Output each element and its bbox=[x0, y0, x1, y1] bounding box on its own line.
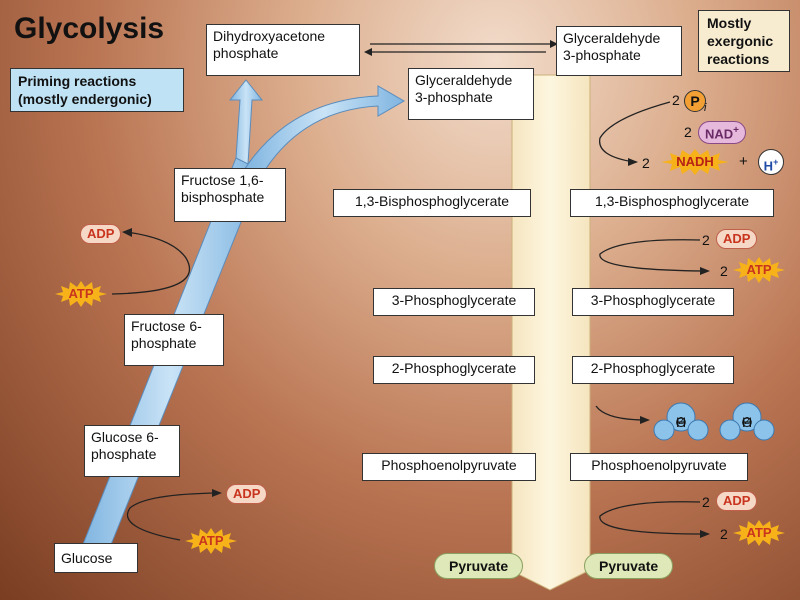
right-pyruvate-badge: Pyruvate bbox=[584, 553, 674, 579]
priming-line1: Priming reactions bbox=[18, 73, 137, 89]
atp-burst-left-top: ATP bbox=[54, 281, 108, 307]
curve-arrow-pi-nad bbox=[599, 101, 671, 163]
nad-label: NAD bbox=[705, 126, 734, 142]
right-bpg-box: 1,3-Bisphosphoglycerate bbox=[570, 189, 774, 217]
curve-arrow-pg2 bbox=[595, 405, 647, 421]
right-pg3-box: 3-Phosphoglycerate bbox=[572, 288, 734, 316]
exergonic-callout: Mostly exergonic reactions bbox=[698, 10, 790, 72]
g3p-right-line1: Glyceraldehyde bbox=[563, 30, 661, 46]
curve-arrow-f6p bbox=[111, 231, 191, 295]
right-pg2-box: 2-Phosphoglycerate bbox=[572, 356, 734, 384]
g6p-line2: phosphate bbox=[91, 446, 157, 462]
g6p-box: Glucose 6- phosphate bbox=[84, 425, 180, 477]
main-pathway-arrow bbox=[489, 74, 611, 591]
g3p-middle-box: Glyceraldehyde 3-phosphate bbox=[408, 68, 534, 120]
priming-arrow-branch-right bbox=[243, 85, 406, 179]
f16bp-line2: bisphosphate bbox=[181, 189, 265, 205]
atp-label: ATP bbox=[198, 533, 224, 548]
f6p-line1: Fructose 6- bbox=[131, 318, 202, 334]
dhap-line1: Dihydroxyacetone bbox=[213, 28, 326, 44]
page-title: Glycolysis bbox=[14, 12, 165, 45]
curve-arrow-glucose bbox=[126, 492, 219, 541]
plus-sign: + bbox=[739, 153, 748, 170]
f6p-line2: phosphate bbox=[131, 335, 197, 351]
adp-badge-left-top: ADP bbox=[80, 224, 122, 244]
adp-badge-right-2: ADP bbox=[716, 491, 758, 511]
atp-coefficient-2: 2 bbox=[720, 526, 728, 542]
priming-arrow-branch-up bbox=[228, 79, 264, 165]
curve-arrow-pep bbox=[599, 501, 707, 535]
glucose-label: Glucose bbox=[61, 550, 113, 566]
pi-coefficient: 2 bbox=[672, 92, 680, 108]
priming-line2: (mostly endergonic) bbox=[18, 91, 152, 107]
dhap-box: Dihydroxyacetone phosphate bbox=[206, 24, 360, 76]
atp-burst-right-2: ATP bbox=[732, 520, 786, 546]
f16bp-box: Fructose 1,6- bisphosphate bbox=[174, 168, 286, 222]
proton-circle: H+ bbox=[758, 149, 784, 175]
atp-burst-right-1: ATP bbox=[732, 257, 786, 283]
exergonic-line2: exergonic bbox=[707, 33, 774, 49]
atp-label: ATP bbox=[68, 286, 94, 301]
mid-bpg-box: 1,3-Bisphosphoglycerate bbox=[333, 189, 531, 217]
atp-label: ATP bbox=[746, 262, 772, 277]
mid-pyruvate-badge: Pyruvate bbox=[434, 553, 524, 579]
adp-coefficient-1: 2 bbox=[702, 232, 710, 248]
dhap-line2: phosphate bbox=[213, 45, 279, 61]
mid-pg2-box: 2-Phosphoglycerate bbox=[373, 356, 535, 384]
nadh-burst: NADH bbox=[660, 149, 730, 175]
adp-badge-right-1: ADP bbox=[716, 229, 758, 249]
nad-coefficient: 2 bbox=[684, 124, 692, 140]
proton-label: H bbox=[763, 158, 774, 174]
exergonic-line3: reactions bbox=[707, 51, 770, 67]
mid-pep-box: Phosphoenolpyruvate bbox=[362, 453, 536, 481]
nad-charge: + bbox=[733, 125, 740, 136]
atp-burst-left-bottom: ATP bbox=[184, 528, 238, 554]
pi-subscript: i bbox=[704, 102, 707, 114]
g3p-right-box: Glyceraldehyde 3-phosphate bbox=[556, 26, 682, 76]
f16bp-line1: Fructose 1,6- bbox=[181, 172, 264, 188]
g3p-right-line2: 3-phosphate bbox=[563, 47, 641, 63]
adp-coefficient-2: 2 bbox=[702, 494, 710, 510]
atp-label: ATP bbox=[746, 525, 772, 540]
glucose-box: Glucose bbox=[54, 543, 138, 573]
exergonic-line1: Mostly bbox=[707, 15, 752, 31]
priming-callout: Priming reactions (mostly endergonic) bbox=[10, 68, 184, 112]
atp-coefficient-1: 2 bbox=[720, 263, 728, 279]
nadh-label: NADH bbox=[676, 154, 714, 169]
nadh-coefficient: 2 bbox=[642, 155, 650, 171]
g3p-middle-line1: Glyceraldehyde bbox=[415, 72, 513, 88]
f6p-box: Fructose 6- phosphate bbox=[124, 314, 224, 366]
adp-badge-left-bottom: ADP bbox=[226, 484, 268, 504]
mid-pg3-box: 3-Phosphoglycerate bbox=[373, 288, 535, 316]
right-pep-box: Phosphoenolpyruvate bbox=[570, 453, 748, 481]
nad-badge: NAD+ bbox=[698, 121, 747, 145]
proton-charge: + bbox=[773, 157, 779, 167]
g3p-middle-line2: 3-phosphate bbox=[415, 89, 493, 105]
curve-arrow-bpg bbox=[599, 239, 707, 272]
pi-circle: P bbox=[684, 90, 706, 112]
g6p-line1: Glucose 6- bbox=[91, 429, 159, 445]
